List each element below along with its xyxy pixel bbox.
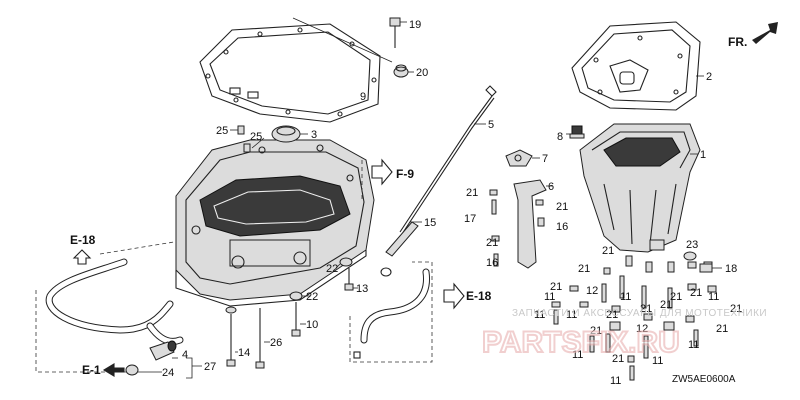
drain-hose-right[interactable] <box>349 261 433 363</box>
callout-21i: 21 <box>660 299 672 311</box>
callout-27: 27 <box>204 361 216 373</box>
reference-f9-label: F-9 <box>396 167 414 181</box>
callout-21j: 21 <box>640 303 652 315</box>
front-direction-label: FR. <box>728 35 747 49</box>
group-bracket-27 <box>186 357 202 379</box>
oil-pan-part-1[interactable] <box>579 123 701 253</box>
callout-21a: 21 <box>466 187 478 199</box>
callout-11b: 11 <box>544 291 555 303</box>
callout-22a: 22 <box>326 263 338 275</box>
callout-21h: 21 <box>670 291 682 303</box>
callout-21k: 21 <box>730 303 742 315</box>
callout-1: 1 <box>700 149 706 161</box>
washer-part-24[interactable] <box>125 364 162 376</box>
front-direction-indicator: FR. <box>728 22 778 49</box>
callout-21d: 21 <box>602 245 614 257</box>
callout-11f: 11 <box>688 339 699 351</box>
callout-17: 17 <box>464 213 476 225</box>
gasket-part-2[interactable] <box>571 21 704 111</box>
bolt-part-10[interactable] <box>291 302 306 337</box>
washer-part-22a[interactable] <box>335 257 353 269</box>
callout-21n: 21 <box>590 325 602 337</box>
pipe-part-6[interactable] <box>513 179 552 269</box>
callout-21o: 21 <box>612 353 624 365</box>
callout-21l: 21 <box>606 309 618 321</box>
oil-case-body[interactable] <box>175 139 375 307</box>
gasket-part-9[interactable] <box>199 23 381 123</box>
callout-21m: 21 <box>716 323 728 335</box>
callout-11a: 11 <box>620 291 631 303</box>
bolt-part-14[interactable] <box>225 306 238 367</box>
watermark: ЗАПЧАСТИ И АКСЕССУАРЫ ДЛЯ МОТОТЕХНИКИ PA… <box>481 308 767 360</box>
bolt-part-26[interactable] <box>255 308 270 369</box>
callout-11i: 11 <box>610 375 621 387</box>
callout-21c: 21 <box>486 237 498 249</box>
reference-f9[interactable]: F-9 <box>361 158 414 200</box>
callout-16b: 16 <box>486 257 498 269</box>
callout-21f: 21 <box>550 281 562 293</box>
diagram-code: ZW5AE0600A <box>672 374 736 385</box>
reference-e18-left[interactable]: E-18 <box>70 233 96 265</box>
callout-3: 3 <box>311 129 317 141</box>
callout-11e: 11 <box>566 309 577 321</box>
reference-e1[interactable]: E-1 <box>82 363 125 377</box>
callout-9: 9 <box>360 91 366 103</box>
callout-25b: 25 <box>250 131 262 143</box>
callout-19: 19 <box>409 19 421 31</box>
callout-15: 15 <box>424 217 436 229</box>
callout-2: 2 <box>706 71 712 83</box>
callout-24: 24 <box>162 367 174 379</box>
reference-e1-label: E-1 <box>82 363 101 377</box>
callout-13: 13 <box>356 283 368 295</box>
bolt-part-18[interactable] <box>699 263 722 273</box>
callout-21e: 21 <box>578 263 590 275</box>
callout-12b: 12 <box>636 323 648 335</box>
callout-11g: 11 <box>572 349 583 361</box>
reference-e18-right-label: E-18 <box>466 289 492 303</box>
callout-10: 10 <box>306 319 318 331</box>
tube-part-15[interactable] <box>380 221 422 277</box>
dipstick-part-5[interactable] <box>399 85 497 235</box>
washer-part-20[interactable] <box>393 64 414 78</box>
callout-4: 4 <box>182 349 188 361</box>
callout-8: 8 <box>557 131 563 143</box>
callout-22b: 22 <box>306 291 318 303</box>
drain-hose-left[interactable] <box>35 241 184 373</box>
callout-12a: 12 <box>586 285 598 297</box>
washer-part-23[interactable] <box>683 251 697 261</box>
callout-11c: 11 <box>708 291 719 303</box>
callout-6: 6 <box>548 181 554 193</box>
seal-part-3[interactable] <box>271 125 308 143</box>
bolt-part-19[interactable] <box>292 17 407 63</box>
watermark-brand: PARTSFIX.RU <box>482 326 680 359</box>
callout-26: 26 <box>270 337 282 349</box>
drain-fitting-part-4[interactable] <box>149 340 178 361</box>
reference-e18-left-label: E-18 <box>70 233 96 247</box>
washer-part-22b[interactable] <box>289 291 310 301</box>
bolt-part-13[interactable] <box>344 268 358 291</box>
callout-11d: 11 <box>534 309 545 321</box>
callout-16a: 16 <box>556 221 568 233</box>
callout-labels: 19 20 9 2 25 25 3 5 8 7 1 6 21 21 17 16 … <box>162 19 742 387</box>
plug-part-8[interactable] <box>566 125 585 139</box>
callout-25a: 25 <box>216 125 228 137</box>
plug-part-25[interactable] <box>230 125 265 153</box>
watermark-caption: ЗАПЧАСТИ И АКСЕССУАРЫ ДЛЯ МОТОТЕХНИКИ <box>512 308 767 319</box>
reference-e18-right[interactable]: E-18 <box>443 282 492 310</box>
callout-7: 7 <box>542 153 548 165</box>
callout-5: 5 <box>488 119 494 131</box>
bracket-part-7[interactable] <box>505 149 540 167</box>
callout-18: 18 <box>725 263 737 275</box>
callout-23: 23 <box>686 239 698 251</box>
callout-11h: 11 <box>652 355 663 367</box>
callout-21g: 21 <box>690 287 702 299</box>
callout-21b: 21 <box>556 201 568 213</box>
callout-14: 14 <box>238 347 250 359</box>
callout-20: 20 <box>416 67 428 79</box>
